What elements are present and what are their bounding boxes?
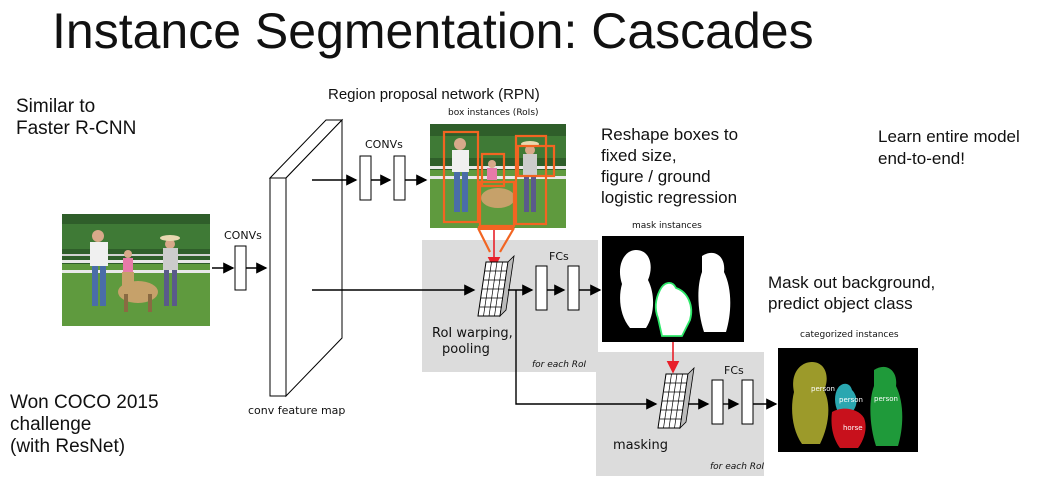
input-conv-layer [234, 245, 247, 291]
categorized-instances-label: categorized instances [800, 330, 899, 340]
similar-note-line1: Similar to [16, 96, 96, 117]
input-image [62, 214, 210, 326]
fcs-label-2: FCs [724, 364, 744, 377]
learn-note-line2: end-to-end! [878, 149, 965, 168]
roi-warping-label-line2: pooling [442, 342, 490, 357]
roi-pooling-grid [477, 254, 515, 318]
similar-note-line2: Faster R-CNN [16, 118, 137, 139]
label-horse: horse [843, 424, 863, 432]
reshape-note-line2: fixed size, [601, 146, 677, 165]
for-each-roi-label-2: for each RoI [710, 462, 765, 472]
won-note-line3: (with ResNet) [10, 436, 126, 457]
page-title: Instance Segmentation: Cascades [52, 3, 814, 59]
input-convs-label: CONVs [224, 229, 262, 242]
won-note-line2: challenge [10, 414, 92, 435]
fc-layer-2b [741, 379, 754, 425]
reshape-note: Reshape boxes to fixed size, figure / gr… [601, 124, 738, 208]
masking-grid [657, 366, 695, 430]
roi-box-person-left [442, 130, 480, 224]
rpn-conv-layer-1 [359, 155, 372, 201]
label-person-left: person [811, 385, 835, 393]
mask-note: Mask out background, predict object clas… [768, 272, 935, 314]
mask-horse [831, 408, 866, 448]
feature-map-front [269, 177, 287, 397]
learn-note-line1: Learn entire model [878, 127, 1020, 146]
mask-instances-graphic [619, 250, 731, 337]
mask-instances-image [602, 236, 744, 342]
box-instances-graphic [430, 124, 566, 228]
reshape-note-line1: Reshape boxes to [601, 125, 739, 144]
rpn-convs-label: CONVs [365, 138, 403, 151]
label-person-middle: person [839, 396, 863, 404]
input-image-graphic [62, 214, 210, 326]
roi-warping-label: RoI warping, pooling [432, 326, 513, 358]
fc-layer-1b [567, 265, 580, 311]
reshape-note-line3: figure / ground [601, 167, 711, 186]
rpn-conv-layer-2 [393, 155, 406, 201]
mask-person-left [792, 362, 829, 444]
roi-box-hat [516, 144, 556, 178]
won-note-line1: Won COCO 2015 [10, 392, 159, 413]
roi-warping-label-line1: RoI warping, [432, 326, 513, 341]
fc-layer-2a [711, 379, 724, 425]
box-instances-label: box instances (RoIs) [448, 108, 539, 118]
fc-layer-1a [535, 265, 548, 311]
categorized-instances-graphic [792, 362, 903, 448]
won-note: Won COCO 2015 challenge (with ResNet) [10, 392, 159, 458]
box-instances-image [430, 124, 566, 228]
learn-note: Learn entire model end-to-end! [878, 126, 1020, 170]
label-person-right: person [874, 395, 898, 403]
roi-box-child [480, 152, 506, 188]
reshape-note-line4: logistic regression [601, 188, 738, 207]
mask-person-right [870, 366, 903, 446]
mask-note-line1: Mask out background, [768, 273, 936, 292]
conv-feature-map-label: conv feature map [248, 404, 346, 417]
categorized-instances-image [778, 348, 918, 452]
mask-note-line2: predict object class [768, 294, 913, 313]
masking-label: masking [613, 438, 669, 453]
similar-note: Similar to Faster R-CNN [16, 96, 136, 140]
rpn-label: Region proposal network (RPN) [328, 86, 540, 103]
mask-person-middle [835, 383, 857, 412]
mask-instances-label: mask instances [632, 221, 702, 231]
fcs-label-1: FCs [549, 250, 569, 263]
roi-box-person-right [514, 134, 548, 226]
for-each-roi-label-1: for each RoI [532, 360, 587, 370]
